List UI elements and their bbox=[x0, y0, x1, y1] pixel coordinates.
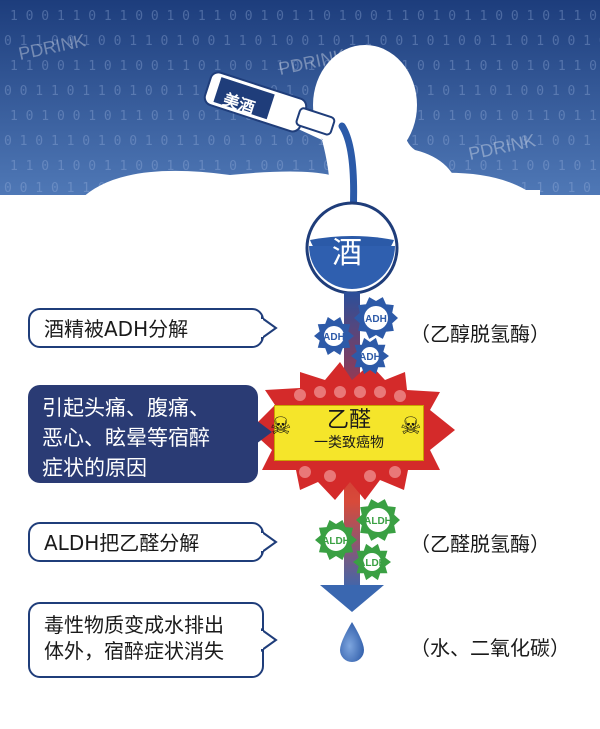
step-excretion: 毒性物质变成水排出 体外，宿醉症状消失 bbox=[28, 602, 264, 678]
step-text-line: 症状的原因 bbox=[42, 456, 147, 480]
enzyme-aldh-label: （乙醛脱氢酶） bbox=[410, 532, 550, 556]
step-aldh-breakdown: ALDH把乙醛分解 bbox=[28, 522, 264, 562]
aldh-gear-icon: ALDH bbox=[353, 543, 391, 581]
liquor-label: 酒 bbox=[332, 236, 362, 271]
bottle bbox=[203, 71, 336, 136]
drinker-silhouette bbox=[80, 45, 540, 200]
step-text-line: 体外，宿醉症状消失 bbox=[44, 639, 224, 663]
svg-text:ADH: ADH bbox=[359, 352, 381, 363]
step-text: 酒精被ADH分解 bbox=[44, 317, 189, 341]
svg-text:1 1 0 1 0 0 1 1 0 0 1 0 1 1 0: 1 1 0 1 0 0 1 1 0 0 1 0 1 1 0 1 0 0 1 1 … bbox=[10, 159, 600, 174]
svg-text:0 1 1 0 0 1 0 0 1 1 0 1 0 0 1: 0 1 1 0 0 1 0 0 1 1 0 1 0 0 1 1 0 1 0 0 … bbox=[4, 34, 600, 49]
acetaldehyde-label: 乙醛 一类致癌物 bbox=[274, 405, 424, 461]
adh-gear-icon: ADH bbox=[354, 297, 398, 339]
svg-text:1 0 0 1 1 0 1 1 0 0 1 0 1 1 0: 1 0 0 1 1 0 1 1 0 0 1 0 1 1 0 0 1 0 1 1 … bbox=[10, 9, 600, 24]
step-text-line: 恶心、眩晕等宿醉 bbox=[42, 426, 210, 450]
skull-icon: ☠ bbox=[400, 412, 422, 440]
toxin-name: 乙醛 bbox=[326, 408, 371, 433]
enzyme-adh-label: （乙醇脱氢酶） bbox=[410, 322, 550, 346]
binary-pattern: 1 0 0 1 1 0 1 1 0 0 1 0 1 1 0 0 1 0 1 1 … bbox=[4, 9, 600, 196]
svg-text:0 0 1 1 0 1 1 0 1 0 0 1 1 0 1: 0 0 1 1 0 1 1 0 1 0 0 1 1 0 1 1 0 0 1 0 … bbox=[4, 84, 600, 99]
svg-text:ADH: ADH bbox=[365, 314, 387, 325]
step-adh-breakdown: 酒精被ADH分解 bbox=[28, 308, 264, 348]
step-text-line: 引起头痛、腹痛、 bbox=[42, 396, 210, 420]
water-drop bbox=[340, 622, 364, 662]
step-text-line: 毒性物质变成水排出 bbox=[44, 613, 224, 637]
skull-icon: ☠ bbox=[270, 412, 292, 440]
svg-text:1 1 0 0 1 1 0 1 0 0 1 1 0 1 0: 1 1 0 0 1 1 0 1 0 0 1 1 0 1 0 0 1 1 0 1 … bbox=[10, 59, 600, 74]
products-label: （水、二氧化碳） bbox=[410, 636, 570, 660]
svg-text:ALDH: ALDH bbox=[322, 536, 350, 547]
svg-text:ALDH: ALDH bbox=[358, 558, 386, 569]
adh-gear-icon: ADH bbox=[314, 317, 354, 355]
step-text: ALDH把乙醛分解 bbox=[44, 531, 200, 555]
svg-text:0 1 0 1 1 0 1 0 0 1 0 1 1 0 0: 0 1 0 1 1 0 1 0 0 1 0 1 1 0 0 1 0 1 0 0 … bbox=[4, 134, 600, 149]
aldh-gear-icon: ALDH bbox=[356, 499, 400, 541]
enzyme-gears: ADH ADH ADH ALDH ALDH ALDH bbox=[314, 297, 400, 581]
step-hangover-cause: 引起头痛、腹痛、 恶心、眩晕等宿醉 症状的原因 bbox=[28, 385, 258, 483]
aldh-gear-icon: ALDH bbox=[315, 520, 357, 560]
svg-text:ALDH: ALDH bbox=[364, 516, 392, 527]
adh-gear-icon: ADH bbox=[351, 337, 389, 375]
svg-text:ADH: ADH bbox=[323, 332, 345, 343]
flow-arrow-head bbox=[320, 585, 384, 612]
toxin-note: 一类致癌物 bbox=[314, 435, 384, 451]
